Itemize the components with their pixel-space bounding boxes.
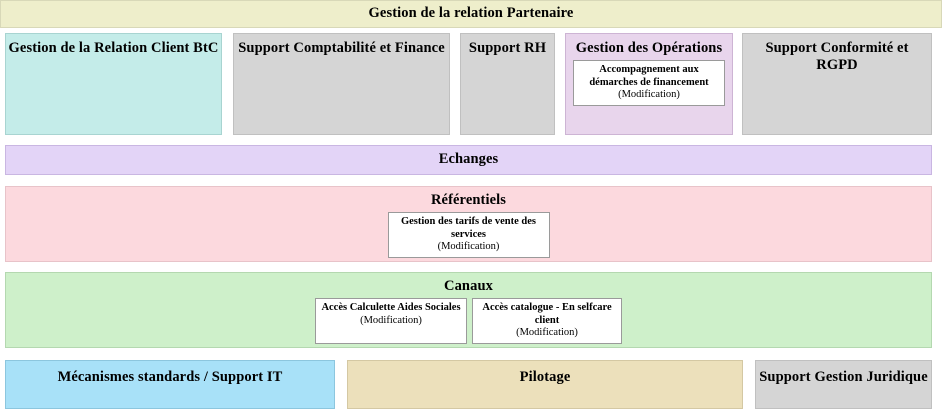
domain-support-conformite-rgpd[interactable]: Support Conformité et RGPD: [742, 33, 932, 135]
banner-title: Gestion de la relation Partenaire: [368, 5, 574, 22]
capability-card-state: (Modification): [437, 241, 500, 253]
domain-title: Support RH: [468, 40, 547, 56]
domain-title: Support Comptabilité et Finance: [238, 40, 445, 56]
domain-title: Pilotage: [519, 369, 571, 385]
banner-gestion-relation-partenaire[interactable]: Gestion de la relation Partenaire: [0, 0, 942, 28]
domain-mecanismes-standards-support-it[interactable]: Mécanismes standards / Support IT: [5, 360, 335, 409]
domain-title: Mécanismes standards / Support IT: [57, 369, 283, 385]
band-title: Référentiels: [430, 192, 506, 208]
domain-pilotage[interactable]: Pilotage: [347, 360, 743, 409]
capability-card[interactable]: Accès Calculette Aides Sociales (Modific…: [315, 298, 467, 344]
domain-title: Gestion des Opérations: [575, 40, 723, 56]
capability-card-title: Gestion des tarifs de vente des services: [400, 216, 537, 240]
capability-card[interactable]: Gestion des tarifs de vente des services…: [387, 212, 550, 258]
domain-gestion-des-operations[interactable]: Gestion des Opérations Accompagnement au…: [565, 33, 733, 135]
card-list: Accompagnement aux démarches de financem…: [573, 60, 725, 106]
band-title: Canaux: [444, 278, 493, 294]
capability-card-state: (Modification): [516, 327, 578, 339]
card-list: Gestion des tarifs de vente des services…: [387, 212, 550, 258]
band-referentiels[interactable]: Référentiels Gestion des tarifs de vente…: [5, 186, 932, 262]
capability-card-state: (Modification): [360, 314, 422, 326]
capability-card-title: Accompagnement aux démarches de financem…: [589, 64, 709, 88]
domain-title: Support Conformité et RGPD: [765, 40, 909, 74]
domain-gestion-relation-client-btc[interactable]: Gestion de la Relation Client BtC: [5, 33, 222, 135]
capability-card-title: Accès Calculette Aides Sociales: [321, 302, 461, 314]
capability-card-state: (Modification): [618, 89, 680, 101]
band-echanges[interactable]: Echanges: [5, 145, 932, 175]
card-list: Accès Calculette Aides Sociales (Modific…: [315, 298, 622, 344]
capability-card[interactable]: Accompagnement aux démarches de financem…: [573, 60, 725, 106]
domain-support-rh[interactable]: Support RH: [460, 33, 555, 135]
domain-support-gestion-juridique[interactable]: Support Gestion Juridique: [755, 360, 932, 409]
band-title: Echanges: [438, 151, 499, 167]
band-canaux[interactable]: Canaux Accès Calculette Aides Sociales (…: [5, 272, 932, 348]
capability-card[interactable]: Accès catalogue - En selfcare client (Mo…: [472, 298, 622, 344]
domain-title: Support Gestion Juridique: [759, 369, 928, 385]
capability-card-title: Accès catalogue - En selfcare client: [482, 302, 612, 326]
domain-support-comptabilite-finance[interactable]: Support Comptabilité et Finance: [233, 33, 450, 135]
domain-title: Gestion de la Relation Client BtC: [8, 40, 219, 56]
